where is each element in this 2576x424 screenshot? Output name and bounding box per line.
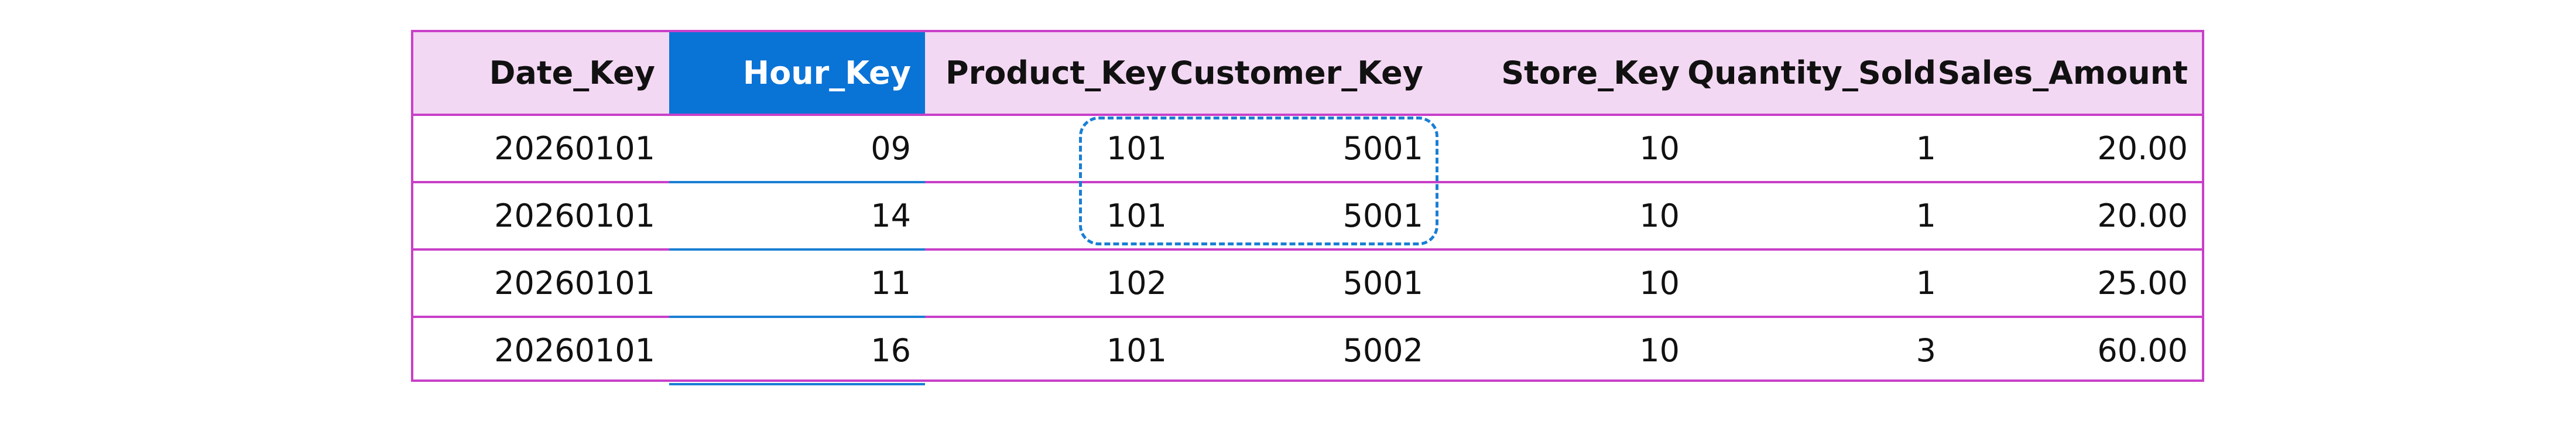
cell-customer-key: 5001	[1342, 197, 1423, 234]
cell-quantity-sold: 1	[1916, 265, 1936, 302]
column-header-sales-amount: Sales_Amount	[1937, 54, 2188, 91]
cell-date-key: 20260101	[494, 130, 655, 167]
column-header-customer-key: Customer_Key	[1170, 54, 1423, 91]
cell-hour-key: 16	[669, 318, 925, 385]
cell-sales-amount: 20.00	[2097, 130, 2188, 167]
cell-store-key: 10	[1639, 197, 1680, 234]
column-header-product-key: Product_Key	[946, 54, 1167, 91]
cell-customer-key: 5001	[1342, 265, 1423, 302]
cell-product-key: 102	[1106, 265, 1167, 302]
cell-date-key: 20260101	[494, 197, 655, 234]
cell-quantity-sold: 1	[1916, 130, 1936, 167]
cell-hour-key: 09	[669, 116, 925, 183]
table-row: 20260101 09 101 5001 10 1 20.00	[413, 116, 2202, 183]
column-header-quantity-sold: Quantity_Sold	[1687, 54, 1936, 91]
cell-hour-key: 11	[669, 251, 925, 318]
cell-product-key: 101	[1106, 197, 1167, 234]
cell-store-key: 10	[1639, 265, 1680, 302]
cell-sales-amount: 60.00	[2097, 332, 2188, 369]
cell-date-key: 20260101	[494, 265, 655, 302]
cell-sales-amount: 20.00	[2097, 197, 2188, 234]
cell-date-key: 20260101	[494, 332, 655, 369]
cell-customer-key: 5001	[1342, 130, 1423, 167]
table-header-row: Date_Key Hour_Key Product_Key Customer_K…	[413, 32, 2202, 116]
cell-sales-amount: 25.00	[2097, 265, 2188, 302]
column-header-date-key: Date_Key	[489, 54, 655, 91]
column-header-store-key: Store_Key	[1501, 54, 1680, 91]
table-row: 20260101 14 101 5001 10 1 20.00	[413, 183, 2202, 251]
cell-store-key: 10	[1639, 332, 1680, 369]
column-header-hour-key: Hour_Key	[669, 32, 925, 114]
cell-quantity-sold: 1	[1916, 197, 1936, 234]
table-row: 20260101 16 101 5002 10 3 60.00	[413, 318, 2202, 385]
cell-quantity-sold: 3	[1916, 332, 1936, 369]
sales-fact-table: Date_Key Hour_Key Product_Key Customer_K…	[411, 30, 2204, 385]
cell-product-key: 101	[1106, 332, 1167, 369]
cell-customer-key: 5002	[1342, 332, 1423, 369]
cell-product-key: 101	[1106, 130, 1167, 167]
cell-hour-key: 14	[669, 183, 925, 251]
cell-store-key: 10	[1639, 130, 1680, 167]
table-row: 20260101 11 102 5001 10 1 25.00	[413, 251, 2202, 318]
